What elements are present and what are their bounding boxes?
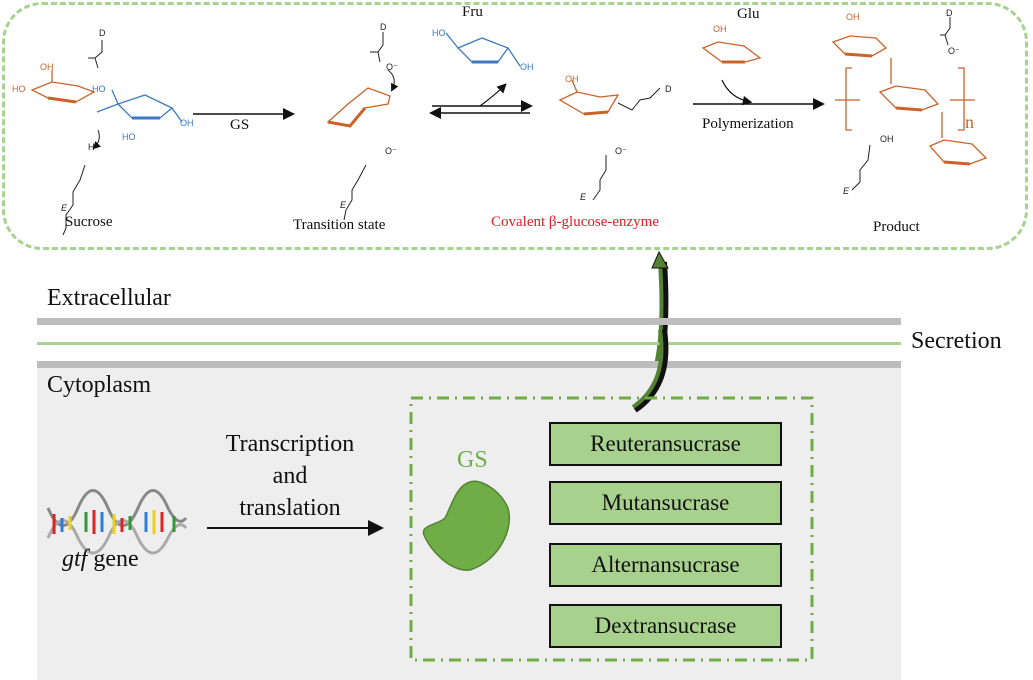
atom-d: D <box>665 84 672 94</box>
enzyme-reuteransucrase: Reuteransucrase <box>549 422 782 466</box>
atom-ho: HO <box>12 84 26 94</box>
process-line: and <box>272 463 308 489</box>
gene-label: gtf gene <box>62 546 139 573</box>
polymerization-label: Polymerization <box>702 116 794 132</box>
glu-add-arrow <box>721 79 753 106</box>
transcription-label: Transcription and translation <box>200 428 380 524</box>
reaction-panel <box>2 2 1028 250</box>
sucrose-fructose-ring <box>96 89 183 123</box>
enzyme-alternansucrase: Alternansucrase <box>549 543 782 587</box>
inner-membrane <box>37 361 901 368</box>
atom-ho: HO <box>92 84 106 94</box>
covalent-glucose-ring <box>558 79 620 116</box>
atom-o-minus: O⁻ <box>386 62 398 72</box>
atom-o-minus: O⁻ <box>385 146 397 156</box>
glu-label: Glu <box>737 6 760 22</box>
sucrose-residues <box>62 40 103 236</box>
atom-oh: OH <box>40 62 54 72</box>
gene-suffix: gene <box>87 546 139 572</box>
atom-d: D <box>99 28 106 38</box>
atom-e: E <box>340 200 347 210</box>
atom-oh: OH <box>880 134 894 144</box>
outer-membrane <box>37 318 901 325</box>
enzyme-dextransucrase: Dextransucrase <box>549 604 782 648</box>
atom-d: D <box>380 22 387 32</box>
atom-oh: OH <box>846 12 860 22</box>
secretion-label: Secretion <box>911 328 1002 354</box>
atom-oh: OH <box>713 24 727 34</box>
atom-oh: OH <box>565 74 579 84</box>
cytoplasm-label: Cytoplasm <box>47 372 152 398</box>
extracellular-label: Extracellular <box>47 285 171 311</box>
fru-release-arrow <box>479 83 507 107</box>
atom-ho: HO <box>122 132 136 142</box>
fru-ring <box>445 32 521 67</box>
atom-oh: OH <box>520 62 534 72</box>
secretion-line <box>37 342 901 345</box>
fru-label: Fru <box>462 4 483 20</box>
transition-glucose-ring <box>326 87 391 128</box>
atom-d: D <box>946 8 953 18</box>
sucrose-glucose-ring <box>30 70 96 104</box>
atom-oh: OH <box>180 118 194 128</box>
atom-e: E <box>843 186 850 196</box>
atom-e: E <box>61 203 68 213</box>
transition-residues <box>343 32 399 221</box>
gs-blob-icon <box>422 480 510 571</box>
enzyme-mutansucrase: Mutansucrase <box>549 481 782 525</box>
covalent-residues <box>592 87 661 201</box>
atom-o-minus: O⁻ <box>948 46 960 56</box>
transition-state-label: Transition state <box>293 217 386 233</box>
atom-e: E <box>580 192 587 202</box>
sucrose-label: Sucrose <box>65 214 113 230</box>
process-line: Transcription <box>225 431 355 457</box>
process-line: translation <box>239 495 341 521</box>
atom-h: H <box>88 142 95 152</box>
atom-ho: HO <box>432 28 446 38</box>
product-residues <box>851 17 951 191</box>
product-polymer <box>831 35 988 166</box>
gs-label: GS <box>457 447 488 473</box>
gene-name: gtf <box>62 546 88 572</box>
product-label: Product <box>873 219 920 235</box>
repeat-subscript: n <box>965 112 974 132</box>
glu-ring <box>701 41 762 64</box>
atom-o-minus: O⁻ <box>615 146 627 156</box>
gs-step-label: GS <box>230 117 250 133</box>
covalent-enzyme-label: Covalent β-glucose-enzyme <box>491 214 659 230</box>
